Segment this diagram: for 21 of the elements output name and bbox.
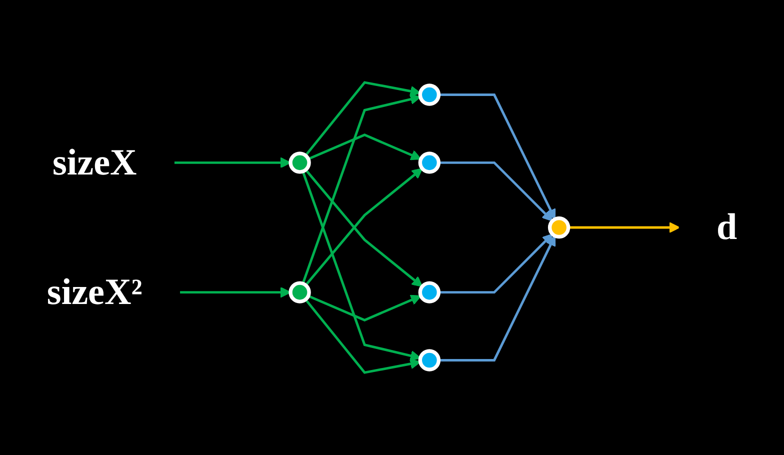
arrow bbox=[438, 234, 553, 294]
node-circle bbox=[418, 152, 441, 174]
node-circle bbox=[418, 281, 441, 304]
arrow bbox=[438, 161, 553, 222]
node-text: sizeX² bbox=[46, 272, 142, 313]
node-text: sizeX bbox=[52, 142, 137, 184]
arrow bbox=[438, 235, 556, 362]
arrow bbox=[304, 81, 421, 156]
arrow bbox=[304, 298, 421, 374]
node-circle bbox=[288, 152, 311, 174]
node-circle bbox=[418, 349, 441, 372]
arrow bbox=[438, 94, 556, 220]
node-circle bbox=[548, 216, 570, 239]
node-circle bbox=[288, 281, 311, 304]
arrow bbox=[568, 222, 680, 233]
arrow bbox=[308, 294, 422, 322]
arrow bbox=[308, 134, 422, 160]
arrow bbox=[302, 94, 421, 284]
node-circle bbox=[418, 84, 441, 106]
node-text: d bbox=[716, 207, 738, 248]
arrow bbox=[302, 171, 421, 362]
